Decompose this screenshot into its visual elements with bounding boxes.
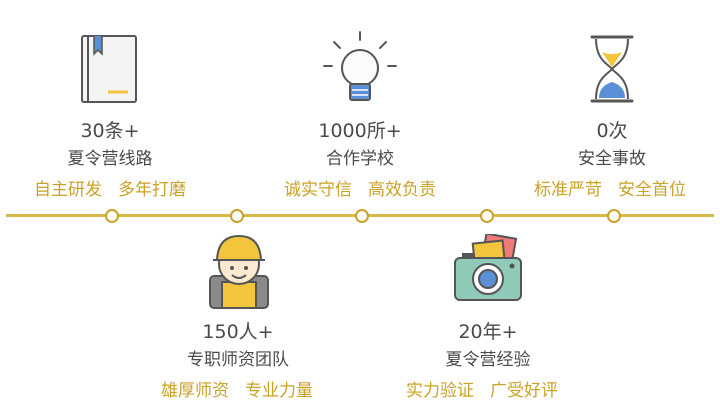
- hourglass-icon: [590, 34, 634, 108]
- stat-routes: 30条+: [80, 120, 140, 142]
- tags-schools: 诚实守信高效负责: [230, 180, 490, 200]
- label-teachers: 专职师资团队: [187, 350, 289, 370]
- timeline-dot: [607, 209, 621, 223]
- tags-routes: 自主研发多年打磨: [0, 180, 240, 200]
- label-routes: 夏令营线路: [67, 149, 153, 169]
- timeline-dot: [105, 209, 119, 223]
- tag-item: 自主研发: [34, 180, 102, 200]
- timeline-dot: [480, 209, 494, 223]
- tags-experience: 实力验证广受好评: [352, 381, 612, 401]
- tag-item: 高效负责: [368, 180, 436, 200]
- label-schools: 合作学校: [326, 149, 394, 169]
- tag-item: 广受好评: [490, 381, 558, 401]
- stat-schools: 1000所+: [318, 120, 402, 142]
- tags-incidents: 标准严苛安全首位: [480, 180, 720, 200]
- tag-item: 实力验证: [406, 381, 474, 401]
- tag-item: 诚实守信: [284, 180, 352, 200]
- tag-item: 多年打磨: [118, 180, 186, 200]
- tags-teachers: 雄厚师资专业力量: [107, 381, 367, 401]
- tag-item: 安全首位: [618, 180, 686, 200]
- timeline-dot: [230, 209, 244, 223]
- stat-incidents: 0次: [596, 120, 628, 142]
- tag-item: 标准严苛: [534, 180, 602, 200]
- book-icon: [78, 34, 140, 108]
- teacher-icon: [208, 230, 270, 314]
- camera-icon: [452, 232, 524, 308]
- stat-experience: 20年+: [458, 321, 518, 343]
- timeline-dot: [355, 209, 369, 223]
- label-incidents: 安全事故: [578, 149, 646, 169]
- tag-item: 雄厚师资: [161, 381, 229, 401]
- stat-teachers: 150人+: [202, 321, 274, 343]
- label-experience: 夏令营经验: [445, 350, 531, 370]
- tag-item: 专业力量: [245, 381, 313, 401]
- lightbulb-icon: [322, 30, 398, 110]
